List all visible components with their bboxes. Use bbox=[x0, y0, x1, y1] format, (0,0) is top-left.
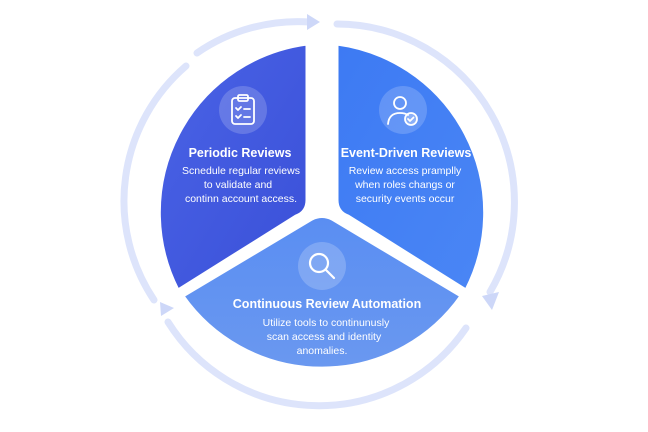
segment-continuous-review-automation bbox=[180, 215, 464, 370]
periodic-reviews-line-2: to validate and bbox=[204, 179, 272, 191]
cycle-ring bbox=[120, 14, 518, 410]
clipboard-checklist-icon bbox=[231, 94, 255, 125]
continuous-review-line-3: anomalies. bbox=[297, 345, 348, 357]
event-driven-reviews-line-2: when roles changs or bbox=[354, 179, 455, 191]
periodic-reviews-line-3: continn account access. bbox=[185, 193, 297, 205]
periodic-reviews-group: Periodic Reviews Scnedule regular review… bbox=[182, 86, 300, 205]
periodic-reviews-title: Periodic Reviews bbox=[189, 146, 292, 160]
event-icon-badge bbox=[379, 86, 427, 134]
arrowhead-top-icon bbox=[307, 14, 320, 30]
continuous-icon-badge bbox=[298, 242, 346, 290]
event-driven-reviews-group: Event-Driven Reviews Review access pramp… bbox=[341, 86, 472, 205]
magnifier-icon bbox=[308, 252, 336, 280]
arrowhead-left-icon bbox=[160, 302, 174, 316]
event-driven-reviews-line-1: Review access pramplly bbox=[349, 165, 462, 177]
event-driven-reviews-title: Event-Driven Reviews bbox=[341, 146, 472, 160]
cycle-arc-top bbox=[193, 18, 314, 57]
cycle-arc-left bbox=[120, 62, 190, 304]
continuous-review-title: Continuous Review Automation bbox=[233, 297, 421, 311]
segment-event-driven-reviews bbox=[335, 42, 487, 293]
periodic-reviews-line-1: Scnedule regular reviews bbox=[182, 165, 300, 177]
segment-periodic-reviews bbox=[157, 42, 309, 293]
event-driven-reviews-line-3: security events occur bbox=[356, 193, 455, 205]
periodic-icon-badge bbox=[219, 86, 267, 134]
cycle-arc-right bbox=[333, 20, 518, 296]
continuous-review-line-1: Utilize tools to continunusly bbox=[263, 317, 390, 329]
cycle-arc-bottom bbox=[164, 318, 470, 410]
arrowhead-right-icon bbox=[482, 292, 499, 310]
continuous-review-line-2: scan access and identity bbox=[267, 331, 382, 343]
user-check-icon bbox=[387, 96, 418, 126]
continuous-review-group: Continuous Review Automation Utilize too… bbox=[233, 242, 421, 357]
